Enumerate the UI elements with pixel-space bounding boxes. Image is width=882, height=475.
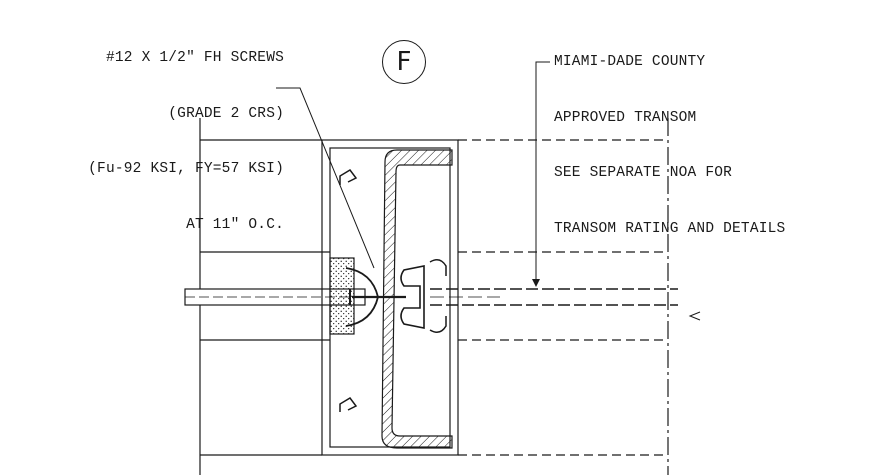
screw-spec-line-1: #12 X 1/2" FH SCREWS bbox=[105, 50, 284, 66]
screw-spec-note: #12 X 1/2" FH SCREWS (GRADE 2 CRS) (Fu-9… bbox=[8, 12, 284, 253]
right-small-arrow bbox=[688, 311, 701, 321]
detail-tag-circle: F bbox=[382, 40, 426, 84]
top-clip bbox=[339, 169, 358, 185]
transom-note-line-1: MIAMI-DADE COUNTY bbox=[554, 54, 706, 70]
transom-note-line-4: TRANSOM RATING AND DETAILS bbox=[554, 220, 786, 237]
bottom-clip bbox=[339, 397, 358, 412]
transom-leader-line bbox=[532, 61, 550, 287]
right-snap-profile bbox=[400, 265, 425, 329]
mullion-frame-outer bbox=[321, 139, 459, 456]
steel-reinforcement bbox=[381, 149, 453, 449]
detail-tag-letter: F bbox=[396, 47, 412, 77]
transom-note-line-2: APPROVED TRANSOM bbox=[554, 109, 697, 126]
transom-note: MIAMI-DADE COUNTY APPROVED TRANSOM SEE S… bbox=[540, 16, 785, 257]
transom-note-line-3: SEE SEPARATE NOA FOR bbox=[554, 165, 733, 181]
screw-spec-line-2: (GRADE 2 CRS) bbox=[168, 105, 284, 122]
screw-leader-line bbox=[276, 87, 375, 269]
screw-spec-line-4: AT 11" O.C. bbox=[186, 216, 284, 233]
screw-spec-line-3: (Fu-92 KSI, FY=57 KSI) bbox=[88, 161, 284, 177]
